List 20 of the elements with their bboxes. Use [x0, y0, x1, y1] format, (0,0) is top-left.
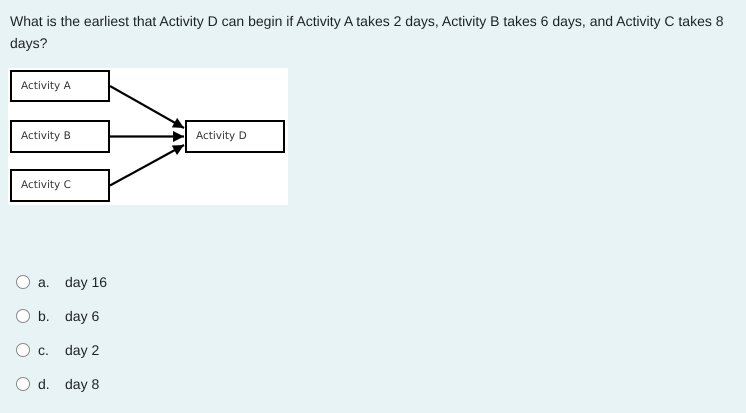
question-text: What is the earliest that Activity D can begin if Activity A takes 2 days, Activity B takes 6 days, and Activity C takes 8 days?: [10, 12, 725, 53]
option-letter: c.: [38, 340, 50, 360]
arrow: [109, 85, 185, 129]
activity-label: Activity A: [21, 80, 72, 92]
option-text: day 8: [65, 374, 100, 394]
activity-box: [10, 120, 110, 153]
arrow: [110, 131, 184, 142]
option-letter: d.: [38, 374, 51, 394]
option-text: day 2: [65, 340, 100, 360]
activity-label: Activity B: [21, 130, 72, 143]
activity-label: Activity D: [196, 130, 248, 143]
option-text: day 6: [65, 306, 100, 326]
activity-box: [185, 120, 285, 153]
activity-box: [10, 169, 110, 202]
activity-label: Activity C: [21, 179, 72, 192]
option-letter: a.: [38, 272, 51, 292]
activity-box: [10, 70, 110, 102]
option-letter: b.: [38, 306, 51, 326]
arrow: [109, 144, 185, 186]
option-text: day 16: [65, 272, 108, 292]
